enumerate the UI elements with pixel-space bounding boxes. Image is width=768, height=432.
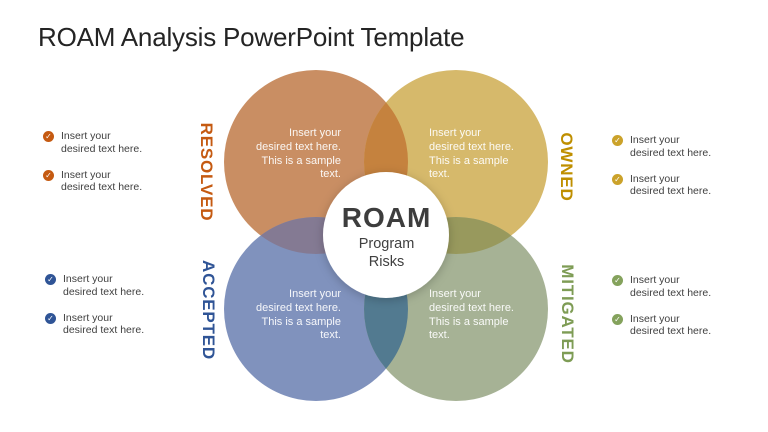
text-line: desired text here. xyxy=(429,140,514,153)
list-item[interactable]: ✓ Insert your desired text here. xyxy=(43,130,158,156)
text-line: Insert your xyxy=(429,288,481,300)
item-text: Insert your desired text here. xyxy=(61,169,158,195)
item-text: Insert your desired text here. xyxy=(61,130,158,156)
item-text: Insert your desired text here. xyxy=(630,313,727,339)
center-label[interactable]: ROAM Program Risks xyxy=(326,203,447,271)
resolved-label[interactable]: RESOLVED xyxy=(197,122,216,222)
owned-item-list: ✓ Insert your desired text here. ✓ Inser… xyxy=(612,134,727,198)
text-line: Insert your xyxy=(289,127,341,139)
text-line: Insert your xyxy=(289,288,341,300)
text-line: text. xyxy=(320,329,341,342)
text-line: desired text here. xyxy=(256,301,341,314)
text-line: Insert your xyxy=(630,312,680,325)
text-line: Insert your xyxy=(630,134,680,146)
check-icon: ✓ xyxy=(45,274,56,285)
check-icon: ✓ xyxy=(45,312,56,324)
check-icon: ✓ xyxy=(612,313,623,325)
accepted-label[interactable]: ACCEPTED xyxy=(199,260,218,360)
text-line: desired text here. xyxy=(429,301,514,314)
check-icon: ✓ xyxy=(612,173,623,185)
mitigated-label[interactable]: MITIGATED xyxy=(558,264,577,364)
text-line: desired text here. xyxy=(63,285,145,298)
mitigated-item-list: ✓ Insert your desired text here. ✓ Inser… xyxy=(612,274,727,338)
text-line: desired text here. xyxy=(630,325,712,338)
text-line: desired text here. xyxy=(63,324,145,337)
text-line: text. xyxy=(429,168,450,181)
text-line: This is a sample xyxy=(261,315,341,328)
check-icon: ✓ xyxy=(612,135,623,146)
slide-title: ROAM Analysis PowerPoint Template xyxy=(38,22,465,52)
text-line: Insert your xyxy=(61,168,111,181)
owned-circle-text[interactable]: Insert your desired text here. This is a… xyxy=(429,127,554,182)
text-line: Insert your xyxy=(630,274,680,286)
list-item[interactable]: ✓ Insert your desired text here. xyxy=(45,312,160,338)
text-line: desired text here. xyxy=(630,185,712,198)
text-line: desired text here. xyxy=(630,146,712,159)
center-subtitle: Program Risks xyxy=(347,235,427,271)
center-circle[interactable] xyxy=(323,172,449,298)
mitigated-circle-text[interactable]: Insert your desired text here. This is a… xyxy=(429,288,554,343)
resolved-item-list: ✓ Insert your desired text here. ✓ Inser… xyxy=(43,130,158,194)
text-line: desired text here. xyxy=(61,181,143,194)
accepted-circle-text[interactable]: Insert your desired text here. This is a… xyxy=(221,288,341,343)
list-item[interactable]: ✓ Insert your desired text here. xyxy=(612,134,727,160)
item-text: Insert your desired text here. xyxy=(630,134,727,160)
text-line: This is a sample xyxy=(429,315,509,328)
item-text: Insert your desired text here. xyxy=(63,312,160,338)
resolved-circle-text[interactable]: Insert your desired text here. This is a… xyxy=(221,127,341,182)
list-item[interactable]: ✓ Insert your desired text here. xyxy=(612,173,727,199)
text-line: Insert your xyxy=(61,130,111,142)
list-item[interactable]: ✓ Insert your desired text here. xyxy=(612,313,727,339)
text-line: desired text here. xyxy=(630,286,712,299)
item-text: Insert your desired text here. xyxy=(630,173,727,199)
text-line: text. xyxy=(320,168,341,181)
accepted-item-list: ✓ Insert your desired text here. ✓ Inser… xyxy=(45,273,160,337)
list-item[interactable]: ✓ Insert your desired text here. xyxy=(45,273,160,299)
roam-acronym: ROAM xyxy=(341,202,432,233)
item-text: Insert your desired text here. xyxy=(63,273,160,299)
check-icon: ✓ xyxy=(43,131,54,142)
list-item[interactable]: ✓ Insert your desired text here. xyxy=(43,169,158,195)
text-line: desired text here. xyxy=(256,140,341,153)
list-item[interactable]: ✓ Insert your desired text here. xyxy=(612,274,727,300)
text-line: This is a sample xyxy=(261,154,341,167)
text-line: Insert your xyxy=(63,311,113,324)
text-line: desired text here. xyxy=(61,142,143,155)
owned-label[interactable]: OWNED xyxy=(557,132,576,202)
text-line: Insert your xyxy=(630,172,680,185)
check-icon: ✓ xyxy=(612,275,623,286)
text-line: text. xyxy=(429,329,450,342)
text-line: Insert your xyxy=(63,273,113,285)
text-line: Risks xyxy=(368,254,405,270)
check-icon: ✓ xyxy=(43,169,54,181)
item-text: Insert your desired text here. xyxy=(630,274,727,300)
text-line: This is a sample xyxy=(429,154,509,167)
text-line: Insert your xyxy=(429,127,481,139)
text-line: Program xyxy=(358,236,415,252)
